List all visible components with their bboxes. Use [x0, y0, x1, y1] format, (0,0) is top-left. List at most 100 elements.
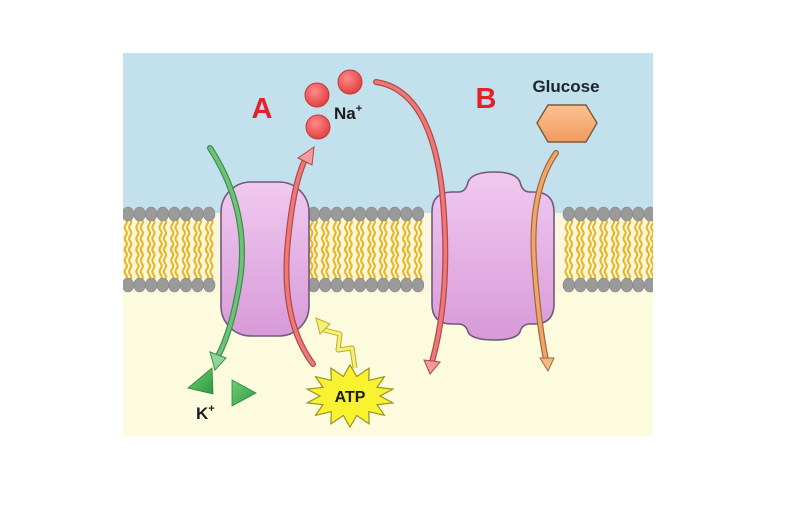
lipid-tail: [650, 245, 653, 281]
lipid-tail: [622, 245, 627, 281]
lipid-tail: [128, 245, 133, 281]
energy-arrow: [315, 317, 358, 369]
atp-starburst-icon: [305, 363, 395, 429]
lipid-head: [179, 206, 193, 222]
lipid-tails: [123, 218, 653, 281]
lipid-head: [585, 206, 599, 222]
lipid-tail: [406, 245, 411, 281]
lipid-tail: [638, 245, 643, 281]
lipid-head: [353, 206, 367, 222]
lipid-head: [597, 277, 610, 293]
lipid-tail: [418, 245, 423, 281]
lipid-tail: [383, 245, 388, 281]
lipid-tail: [599, 245, 604, 281]
lipid-head: [574, 277, 587, 293]
lipid-tail: [135, 245, 140, 281]
lipid-tail: [139, 245, 144, 281]
glucose-label: Glucose: [532, 77, 599, 96]
lipid-tail: [162, 245, 168, 281]
lipid-head: [365, 206, 378, 222]
sodium-label: Na+: [334, 103, 362, 123]
lipid-head: [156, 206, 169, 222]
lipid-head: [342, 277, 355, 293]
lipid-head: [191, 206, 204, 222]
lipid-head: [123, 206, 135, 222]
lipid-tail: [174, 245, 179, 281]
lipid-head: [388, 206, 401, 222]
lipid-tail: [568, 245, 574, 281]
lipid-head: [179, 277, 193, 293]
lipid-tail: [146, 245, 152, 281]
lipid-tail: [587, 245, 592, 281]
lipid-head: [123, 277, 135, 293]
lipid-head: [330, 206, 343, 222]
potassium-ion-icon: [187, 367, 214, 395]
atp-label: ATP: [335, 389, 366, 406]
lipid-head: [562, 277, 575, 293]
transporter-b-protein[interactable]: [431, 171, 555, 341]
transporter-b-label: B: [476, 83, 497, 115]
lipid-tail: [344, 245, 349, 281]
sodium-arrow-cotransport: [373, 79, 449, 375]
glucose-icon: [536, 104, 598, 143]
transporter-a-label: A: [252, 93, 273, 125]
diagram-panel: Na+ A B Glucose K+ ATP: [123, 53, 653, 436]
lipid-tail: [193, 245, 198, 281]
lipid-tail: [603, 245, 608, 281]
cytoplasm-region: [123, 292, 653, 436]
lipid-head: [377, 277, 390, 293]
lipid-tail: [390, 245, 395, 281]
lipid-tail: [197, 245, 202, 281]
lipid-head: [562, 206, 575, 222]
lipid-tail: [615, 245, 620, 281]
lipid-tail: [332, 245, 337, 281]
lipid-head: [620, 277, 633, 293]
lipid-head: [400, 277, 413, 293]
lipid-tail: [209, 245, 214, 281]
lipid-head: [203, 206, 216, 222]
lipid-tail: [348, 245, 353, 281]
lipid-head: [620, 206, 633, 222]
lipid-tail: [181, 245, 186, 281]
lipid-tail: [367, 245, 372, 281]
lipid-head: [145, 277, 158, 293]
sodium-arrow-pump: [283, 145, 316, 367]
lipid-head: [319, 277, 332, 293]
lipid-head: [574, 206, 587, 222]
lipid-tail: [170, 245, 175, 281]
lipid-tail: [645, 245, 650, 281]
lipid-tail: [402, 245, 407, 281]
lipid-head: [168, 206, 181, 222]
lipid-head: [133, 206, 146, 222]
lipid-tail: [580, 245, 585, 281]
lipid-tail: [378, 245, 384, 281]
lipid-head: [388, 277, 401, 293]
lipid-head: [191, 277, 204, 293]
lipid-tail: [360, 245, 365, 281]
lipid-tail: [355, 245, 360, 281]
lipid-head: [597, 206, 610, 222]
lipid-tail: [371, 245, 376, 281]
lipid-tail: [313, 245, 318, 281]
sodium-ion-icon: [337, 69, 363, 95]
lipid-tail: [320, 245, 326, 281]
lipid-head: [643, 277, 653, 293]
potassium-ion-icon: [231, 379, 257, 407]
glucose-arrow: [530, 150, 559, 373]
lipid-tail: [576, 245, 581, 281]
lipid-tail: [592, 245, 597, 281]
lipid-tail: [151, 245, 156, 281]
lipid-heads: [123, 206, 653, 293]
lipid-head: [168, 277, 181, 293]
lipid-bilayer: [123, 206, 653, 293]
lipid-tail: [610, 245, 616, 281]
lipid-head: [609, 206, 622, 222]
potassium-label: K+: [196, 403, 215, 423]
lipid-head: [319, 206, 332, 222]
lipid-tail: [626, 245, 632, 281]
lipid-tail: [123, 245, 128, 281]
lipid-tail: [634, 245, 639, 281]
lipid-head: [342, 206, 355, 222]
lipid-head: [377, 206, 390, 222]
